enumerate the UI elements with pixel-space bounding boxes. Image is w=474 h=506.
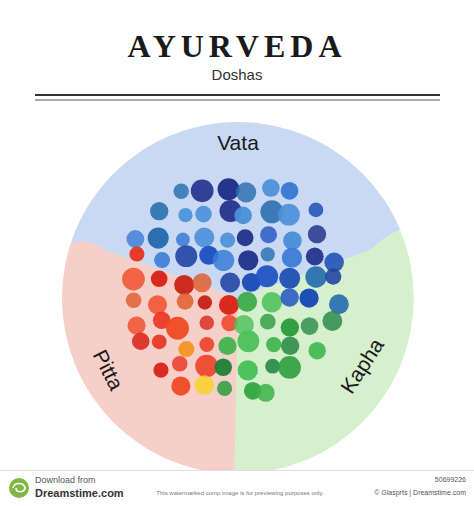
watercolor-dot bbox=[166, 317, 189, 340]
watercolor-dot bbox=[237, 292, 257, 312]
watercolor-dot bbox=[220, 272, 240, 292]
rule-line bbox=[35, 100, 440, 101]
watermark-text: © Glasprts | Dreamstime.com bbox=[374, 489, 466, 497]
watercolor-dot bbox=[129, 246, 144, 261]
watercolor-dot bbox=[122, 268, 145, 291]
watercolor-dot bbox=[308, 225, 326, 243]
watercolor-dot bbox=[150, 202, 168, 220]
watercolor-dot bbox=[238, 250, 258, 270]
watercolor-dot bbox=[322, 311, 342, 331]
watercolor-dot bbox=[213, 250, 234, 271]
watercolor-dot bbox=[218, 178, 240, 200]
watermark-border bbox=[0, 470, 474, 471]
watercolor-dot bbox=[283, 231, 302, 250]
watercolor-dot bbox=[281, 182, 299, 200]
watercolor-dot bbox=[265, 359, 280, 374]
watercolor-dot bbox=[177, 293, 194, 310]
watercolor-dot bbox=[256, 265, 278, 287]
watercolor-dot bbox=[178, 341, 194, 357]
watercolor-dot bbox=[178, 208, 192, 222]
watercolor-dot bbox=[148, 295, 167, 314]
watercolor-dot bbox=[194, 227, 214, 247]
title: AYURVEDA bbox=[127, 28, 346, 65]
watercolor-dot bbox=[191, 179, 214, 202]
rule-line bbox=[35, 94, 440, 96]
watercolor-dot bbox=[214, 359, 232, 377]
watercolor-dot bbox=[301, 317, 319, 335]
logo-icon bbox=[13, 484, 25, 492]
watercolor-dot bbox=[325, 268, 341, 284]
watercolor-dot bbox=[306, 248, 324, 266]
watercolor-dot bbox=[238, 360, 258, 380]
watercolor-dot bbox=[278, 356, 301, 379]
watercolor-dot bbox=[281, 318, 299, 336]
watercolor-dot bbox=[260, 314, 276, 330]
dosha-region-label: Vata bbox=[213, 129, 263, 157]
watercolor-dot bbox=[279, 268, 300, 289]
watercolor-dot bbox=[195, 375, 214, 394]
subtitle: Doshas bbox=[212, 66, 263, 83]
watercolor-dot bbox=[281, 337, 299, 355]
watermark-text: This watermarked comp image is for previ… bbox=[156, 490, 323, 497]
watercolor-dot bbox=[152, 334, 167, 349]
watercolor-dot bbox=[237, 330, 259, 352]
watercolor-dot bbox=[260, 226, 277, 243]
watercolor-dot bbox=[219, 295, 239, 315]
watercolor-dot bbox=[195, 355, 218, 378]
watercolor-dot bbox=[217, 381, 232, 396]
watercolor-dot bbox=[198, 295, 212, 309]
watercolor-dot bbox=[173, 184, 189, 200]
watercolor-dot bbox=[266, 337, 281, 352]
watercolor-dot bbox=[220, 233, 235, 248]
watercolor-dot bbox=[236, 182, 256, 202]
watercolor-dot bbox=[309, 202, 324, 217]
watercolor-dot bbox=[171, 377, 190, 396]
watercolor-dot bbox=[126, 292, 142, 308]
watercolor-dot bbox=[234, 207, 252, 225]
watercolor-dot bbox=[308, 342, 325, 359]
watermark-band bbox=[0, 470, 474, 506]
watercolor-dot bbox=[127, 317, 145, 335]
watercolor-dot bbox=[193, 273, 212, 292]
watercolor-dot bbox=[174, 275, 194, 295]
watercolor-dot bbox=[195, 206, 212, 223]
watercolor-dot bbox=[154, 252, 170, 268]
watermark-text: Download from bbox=[35, 475, 96, 485]
watercolor-dot bbox=[261, 247, 275, 261]
watercolor-dot bbox=[257, 384, 275, 402]
watercolor-dots bbox=[122, 178, 349, 401]
watercolor-dot bbox=[199, 337, 214, 352]
watercolor-dot bbox=[278, 204, 300, 226]
watercolor-dot bbox=[299, 288, 318, 307]
watercolor-dot bbox=[148, 228, 169, 249]
watercolor-dot bbox=[153, 363, 168, 378]
image-id: 50699226 bbox=[435, 476, 466, 484]
dosha-disc bbox=[40, 100, 440, 490]
watermark-text: Dreamstime.com bbox=[35, 487, 124, 500]
dosha-name: Vata bbox=[217, 131, 259, 155]
watercolor-dot bbox=[126, 230, 144, 248]
watercolor-dot bbox=[176, 233, 190, 247]
watercolor-dot bbox=[237, 229, 254, 246]
watercolor-dot bbox=[282, 247, 302, 267]
watercolor-dot bbox=[175, 245, 197, 267]
logo-icon bbox=[9, 478, 29, 498]
pitta-region bbox=[40, 242, 238, 491]
watercolor-dot bbox=[200, 316, 215, 331]
vata-region bbox=[40, 100, 440, 298]
watercolor-dot bbox=[132, 332, 149, 349]
watercolor-dot bbox=[151, 270, 168, 287]
watercolor-dot bbox=[280, 288, 298, 306]
watercolor-dot bbox=[262, 179, 280, 197]
watercolor-dot bbox=[218, 337, 236, 355]
watercolor-dot bbox=[172, 356, 188, 372]
watercolor-dot bbox=[305, 266, 326, 287]
watercolor-dot bbox=[262, 292, 282, 312]
